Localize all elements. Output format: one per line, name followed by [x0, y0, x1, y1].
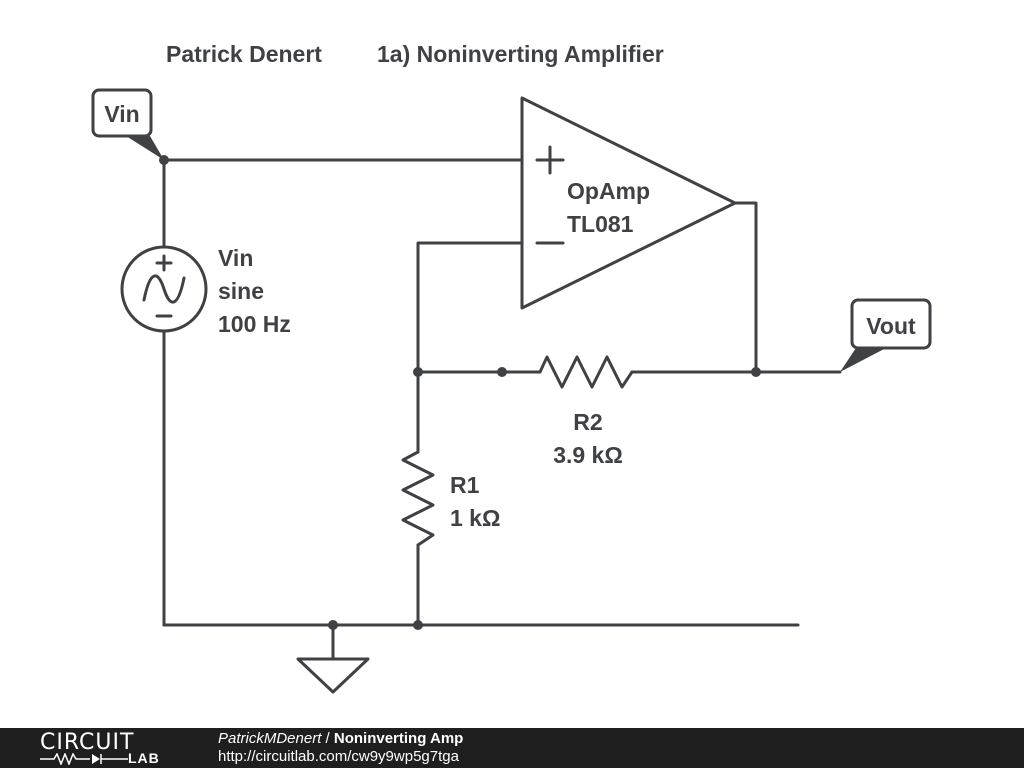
junction-ground-r1 [413, 620, 423, 630]
net-tag-vin-pointer [126, 136, 164, 160]
wires [162, 158, 842, 661]
source-name: Vin [218, 245, 253, 271]
resistor-r2[interactable] [538, 355, 634, 389]
footer-author-link[interactable]: PatrickMDenert [218, 730, 322, 747]
ground-triangle [296, 657, 370, 694]
net-tag-vout[interactable]: Vout [840, 298, 932, 372]
footer-info: PatrickMDenert / Noninverting Amp http:/… [218, 730, 463, 766]
net-tag-vout-label: Vout [866, 313, 916, 339]
resistor-r1-value: 1 kΩ [450, 505, 500, 531]
footer-credit-line: PatrickMDenert / Noninverting Amp [218, 730, 463, 748]
resistor-r1-name: R1 [450, 472, 480, 498]
net-tag-vin-box [91, 88, 153, 138]
footer-project-link[interactable]: Noninverting Amp [333, 730, 464, 747]
net-tag-vout-pointer [840, 348, 886, 372]
junction-r2-left [497, 367, 507, 377]
opamp-triangle [520, 96, 737, 310]
opamp[interactable] [520, 96, 737, 310]
wire-minus-feedback [416, 241, 524, 374]
footer-separator: / [325, 730, 330, 747]
source-type: sine [218, 278, 264, 304]
junction-ground [328, 620, 338, 630]
resistor-r2-name: R2 [573, 409, 602, 435]
resistor-r1[interactable] [401, 450, 435, 547]
resistor-r2-zigzag [538, 355, 634, 389]
title-name: 1a) Noninverting Amplifier [377, 41, 664, 67]
opamp-name: OpAmp [567, 178, 650, 204]
footer-bar: CIRCUIT LAB PatrickMDenert / Noninvertin… [0, 728, 1024, 768]
net-tag-vin-label: Vin [104, 101, 139, 127]
opamp-model: TL081 [567, 211, 634, 237]
source-frequency: 100 Hz [218, 311, 291, 337]
logo-bottom-text: LAB [128, 750, 160, 766]
wire-opamp-output [733, 201, 758, 374]
circuitlab-logo[interactable]: CIRCUIT LAB [40, 728, 180, 768]
resistor-r2-value: 3.9 kΩ [553, 442, 623, 468]
resistor-r1-zigzag [401, 450, 435, 547]
junction-output [751, 367, 761, 377]
ground-icon[interactable] [296, 657, 370, 694]
logo-top-text: CIRCUIT [40, 730, 135, 755]
sine-wave-icon [142, 274, 186, 304]
title-author: Patrick Denert [166, 41, 322, 67]
net-tag-vout-box [850, 298, 932, 350]
net-tag-vin[interactable]: Vin [91, 88, 164, 160]
schematic-canvas: Patrick Denert 1a) Noninverting Amplifie… [91, 41, 932, 694]
sine-source[interactable] [120, 245, 208, 333]
junction-feedback [413, 367, 423, 377]
logo-circuit-icon [40, 753, 128, 765]
footer-url[interactable]: http://circuitlab.com/cw9y9wp5g7tga [218, 748, 459, 765]
